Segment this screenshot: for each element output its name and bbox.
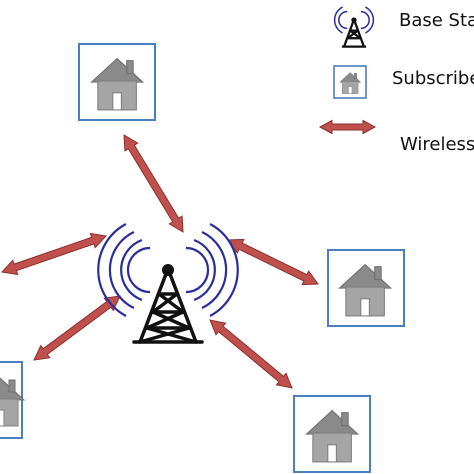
wireless-link-left	[0, 232, 108, 276]
wireless-links	[0, 134, 319, 389]
wireless-link-right	[227, 238, 319, 286]
legend-label-wireless: Wireless	[400, 134, 474, 155]
legend-arrow-shape	[318, 119, 377, 135]
subscriber-house-top	[78, 43, 156, 121]
legend-label-subscriber: Subscribe	[392, 68, 474, 89]
wireless-link-bottom-right	[209, 319, 293, 389]
subscriber-house-bottom-left	[0, 361, 25, 439]
base-station-tower	[97, 223, 239, 344]
subscriber-house-bottom-right	[293, 395, 371, 473]
wireless-link-top	[123, 134, 184, 233]
wireless-link-bottom-left	[33, 295, 121, 361]
legend-house-icon	[333, 65, 367, 99]
legend-label-base-station: Base Stat	[399, 10, 474, 31]
legend-tower-icon	[333, 6, 375, 48]
legend-double-arrow-icon	[318, 119, 377, 135]
radio-waves-icon	[97, 223, 239, 317]
subscriber-house-right	[327, 249, 405, 327]
